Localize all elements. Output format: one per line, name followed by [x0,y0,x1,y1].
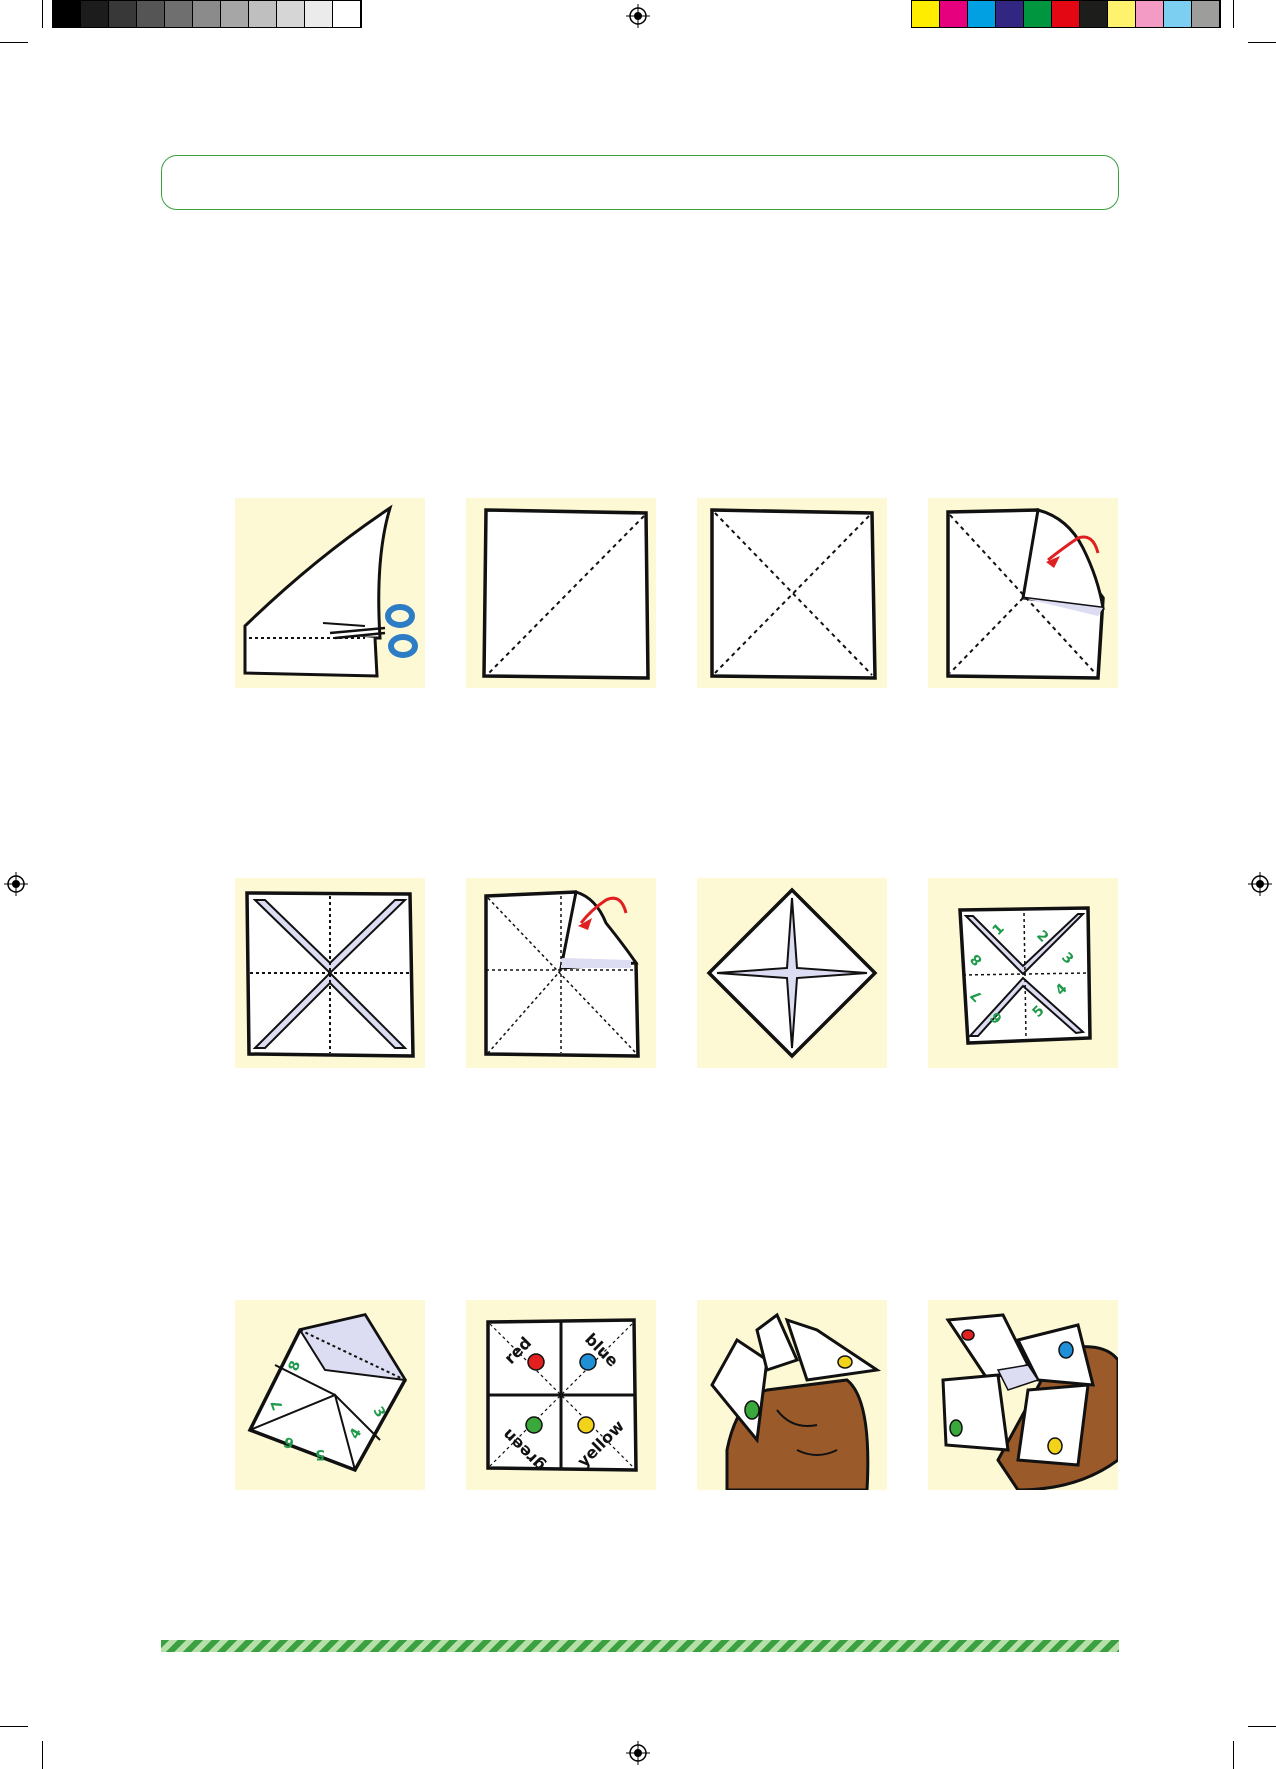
gray-swatch [109,1,137,27]
gray-swatch [277,1,305,27]
color-swatch [1052,1,1080,27]
crop-mark [1248,42,1276,43]
number-label: 5 [315,1446,325,1462]
open-flap-icon: 8 7 6 5 4 3 [247,1313,408,1473]
color-swatch [968,1,996,27]
crop-mark [42,1741,43,1769]
color-calibration-bar [911,0,1221,28]
step-5-folded-square [235,878,425,1068]
registration-mark-icon [4,872,28,896]
gray-swatch [165,1,193,27]
step-12-fortune-teller-open [928,1300,1118,1490]
diagonal-fold-icon [482,508,650,680]
crop-mark [1233,0,1234,28]
step-11-fortune-teller-in-hand [697,1300,887,1490]
gray-swatch [221,1,249,27]
color-swatch [1108,1,1136,27]
green-dot [525,1416,543,1434]
red-dot [527,1353,545,1371]
colour-square-icon: red blue green yellow [486,1318,638,1476]
diamond-fold-icon [706,887,878,1059]
corner-fold-icon [946,508,1105,680]
step-2-diagonal-fold [466,498,656,688]
step-10-colour-square: red blue green yellow [466,1300,656,1490]
gray-swatch [81,1,109,27]
grayscale-calibration-bar [52,0,362,28]
gray-swatch [137,1,165,27]
crop-mark [0,1726,28,1727]
crop-mark [1233,1741,1234,1769]
step-6-second-corner-fold [466,878,656,1068]
step-1-cut-paper [235,498,425,688]
blue-dot [579,1353,597,1371]
step-7-diamond-fold [697,878,887,1068]
registration-mark-icon [626,1741,650,1765]
color-swatch [996,1,1024,27]
crop-mark [42,0,43,28]
step-9-open-flap: 8 7 6 5 4 3 [235,1300,425,1490]
numbered-square-icon: 1 2 3 4 5 6 7 8 [958,906,1092,1045]
gray-swatch [193,1,221,27]
color-swatch [940,1,968,27]
crop-mark [1248,1726,1276,1727]
color-swatch [1164,1,1192,27]
step-8-numbered-square: 1 2 3 4 5 6 7 8 [928,878,1118,1068]
x-crease-icon [710,508,877,680]
registration-mark-icon [1248,872,1272,896]
registration-mark-icon [626,4,650,28]
color-swatch [1136,1,1164,27]
step-3-x-crease [697,498,887,688]
step-4-corner-fold [928,498,1118,688]
scissors-cut-paper-icon [243,504,418,678]
color-swatch [1192,1,1220,27]
title-box [161,155,1119,210]
fortune-teller-hand-icon [710,1312,882,1490]
gray-swatch [305,1,333,27]
color-swatch [912,1,940,27]
second-corner-fold-icon [484,890,640,1058]
folded-square-icon [245,891,415,1058]
gray-swatch [249,1,277,27]
gray-swatch [333,1,361,27]
footer-decorative-band [161,1640,1119,1652]
gray-swatch [53,1,81,27]
fortune-teller-open-icon [941,1313,1118,1490]
color-swatch [1080,1,1108,27]
crop-mark [0,42,28,43]
yellow-dot [577,1416,595,1434]
color-swatch [1024,1,1052,27]
